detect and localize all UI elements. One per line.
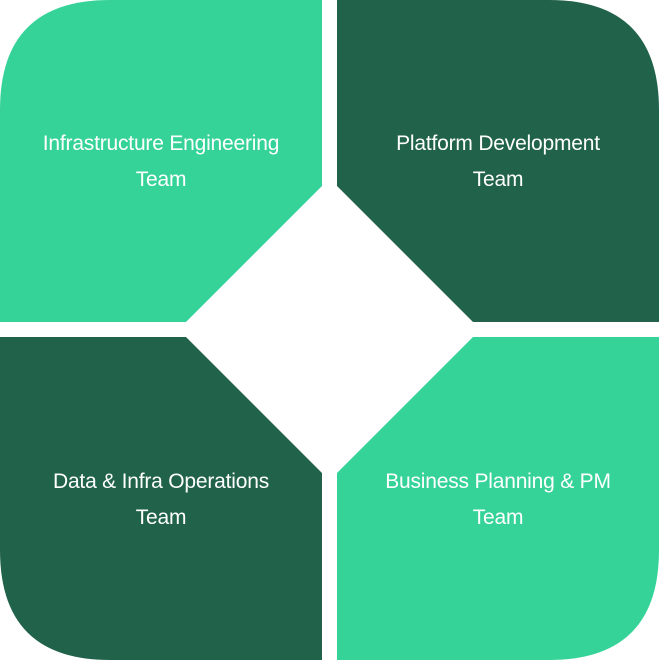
quadrant-bottom-right-shape	[337, 337, 659, 660]
quadrant-bottom-left-label: Data & Infra Operations Team	[0, 464, 322, 536]
quadrant-bottom-left-shape	[0, 337, 322, 660]
quadrant-bottom-left-title: Data & Infra Operations	[52, 470, 269, 493]
quadrant-top-right-title: Platform Development	[396, 132, 600, 155]
quadrant-top-left-title: Infrastructure Engineering	[42, 132, 280, 155]
quadrant-top-right-label: Platform Development Team	[337, 126, 659, 198]
quadrant-top-left-label: Infrastructure Engineering Team	[0, 126, 322, 198]
quadrant-bottom-right-title: Business Planning & PM	[385, 470, 611, 493]
quadrant-bottom-right-label: Business Planning & PM Team	[337, 464, 659, 536]
quadrant-bottom-right-subtitle: Team	[472, 506, 524, 529]
quadrant-bottom-left-subtitle: Team	[135, 506, 187, 529]
quadrant-top-right-shape	[337, 0, 659, 322]
quadrant-top-left-shape	[0, 0, 322, 322]
quadrant-top-right-subtitle: Team	[472, 168, 524, 191]
quadrant-top-left-subtitle: Team	[135, 168, 187, 191]
